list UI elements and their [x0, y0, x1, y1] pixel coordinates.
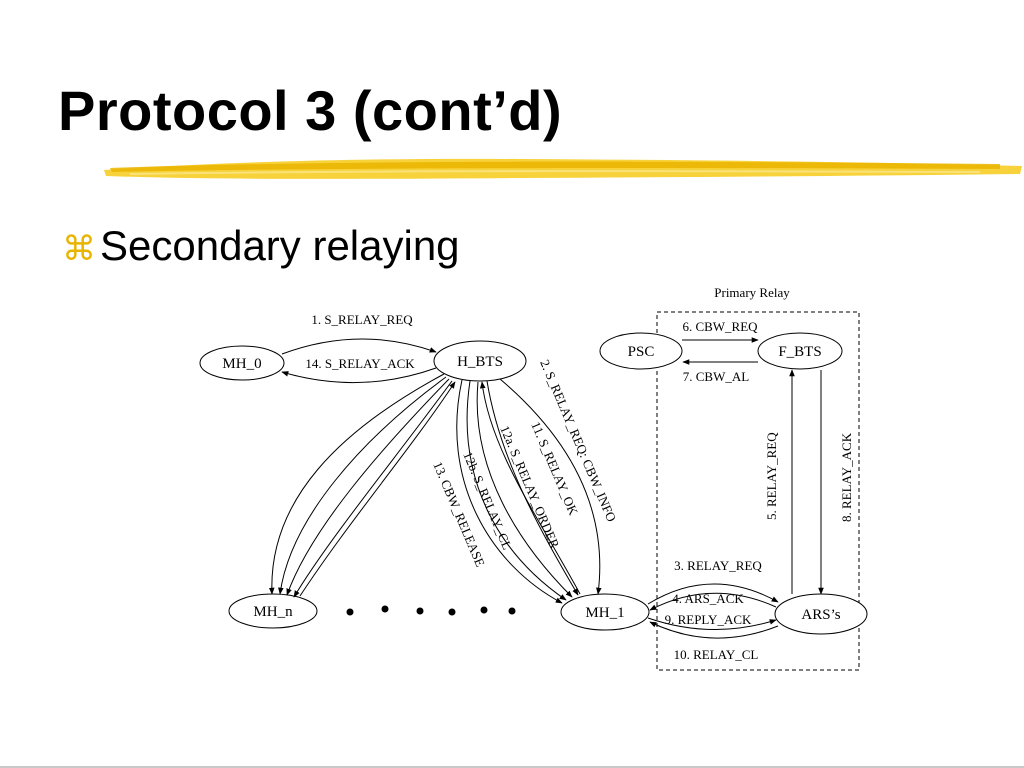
node-mh1: MH_1: [560, 593, 650, 631]
svg-text:MH_n: MH_n: [253, 604, 293, 620]
label-m6: 6. CBW_REQ: [682, 319, 758, 334]
bullet-item: ⌘ Secondary relaying: [62, 222, 460, 270]
node-mhn: MH_n: [228, 593, 318, 629]
arrow-m9: [647, 617, 777, 630]
label-m5: 5. RELAY_REQ: [764, 432, 779, 520]
svg-text:PSC: PSC: [628, 344, 655, 360]
arrow-m14: [281, 367, 437, 384]
slide-footer-line: [0, 766, 1024, 768]
node-hbts: H_BTS: [433, 340, 527, 382]
slide-title: Protocol 3 (cont’d): [58, 79, 563, 142]
svg-text:MH_0: MH_0: [222, 356, 261, 372]
primary-relay-region: [656, 311, 860, 671]
label-m3: 3. RELAY_REQ: [674, 558, 762, 573]
label-m7: 7. CBW_AL: [683, 369, 750, 384]
title-underline-brushstroke: [104, 158, 1022, 179]
label-m9: 9. REPLY_ACK: [665, 612, 752, 627]
bullet-text: Secondary relaying: [100, 222, 460, 269]
node-psc: PSC: [599, 332, 683, 370]
svg-text:F_BTS: F_BTS: [778, 344, 821, 360]
arrow-m4: [649, 592, 777, 611]
label-m10: 10. RELAY_CL: [674, 647, 759, 662]
arrow-m10: [649, 621, 779, 639]
label-m4: 4. ARS_ACK: [672, 591, 744, 606]
svg-text:ARS’s: ARS’s: [801, 607, 840, 623]
primary-relay-label: Primary Relay: [714, 285, 790, 300]
ellipsis-dots: [346, 605, 516, 616]
label-m8: 8. RELAY_ACK: [839, 432, 854, 522]
node-mh0: MH_0: [199, 345, 285, 381]
svg-text:H_BTS: H_BTS: [457, 354, 503, 370]
arrows-hbts-mhn: [268, 373, 456, 598]
arrow-m1: [281, 338, 437, 355]
label-m1: 1. S_RELAY_REQ: [311, 312, 413, 327]
label-m14: 14. S_RELAY_ACK: [305, 356, 415, 371]
arrows-hbts-mh1: [456, 378, 602, 604]
arrow-m3: [647, 583, 779, 605]
node-fbts: F_BTS: [757, 332, 843, 370]
node-ars: ARS’s: [774, 593, 868, 635]
svg-text:MH_1: MH_1: [585, 605, 624, 621]
command-key-icon: ⌘: [62, 230, 96, 268]
